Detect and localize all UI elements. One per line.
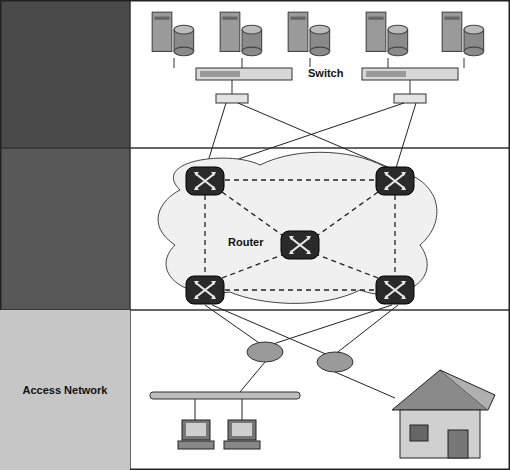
device-label: Router bbox=[226, 236, 265, 248]
device-label: Switch bbox=[306, 67, 345, 79]
network-band: Access Network bbox=[0, 310, 130, 470]
band-label: Access Network bbox=[23, 384, 108, 396]
